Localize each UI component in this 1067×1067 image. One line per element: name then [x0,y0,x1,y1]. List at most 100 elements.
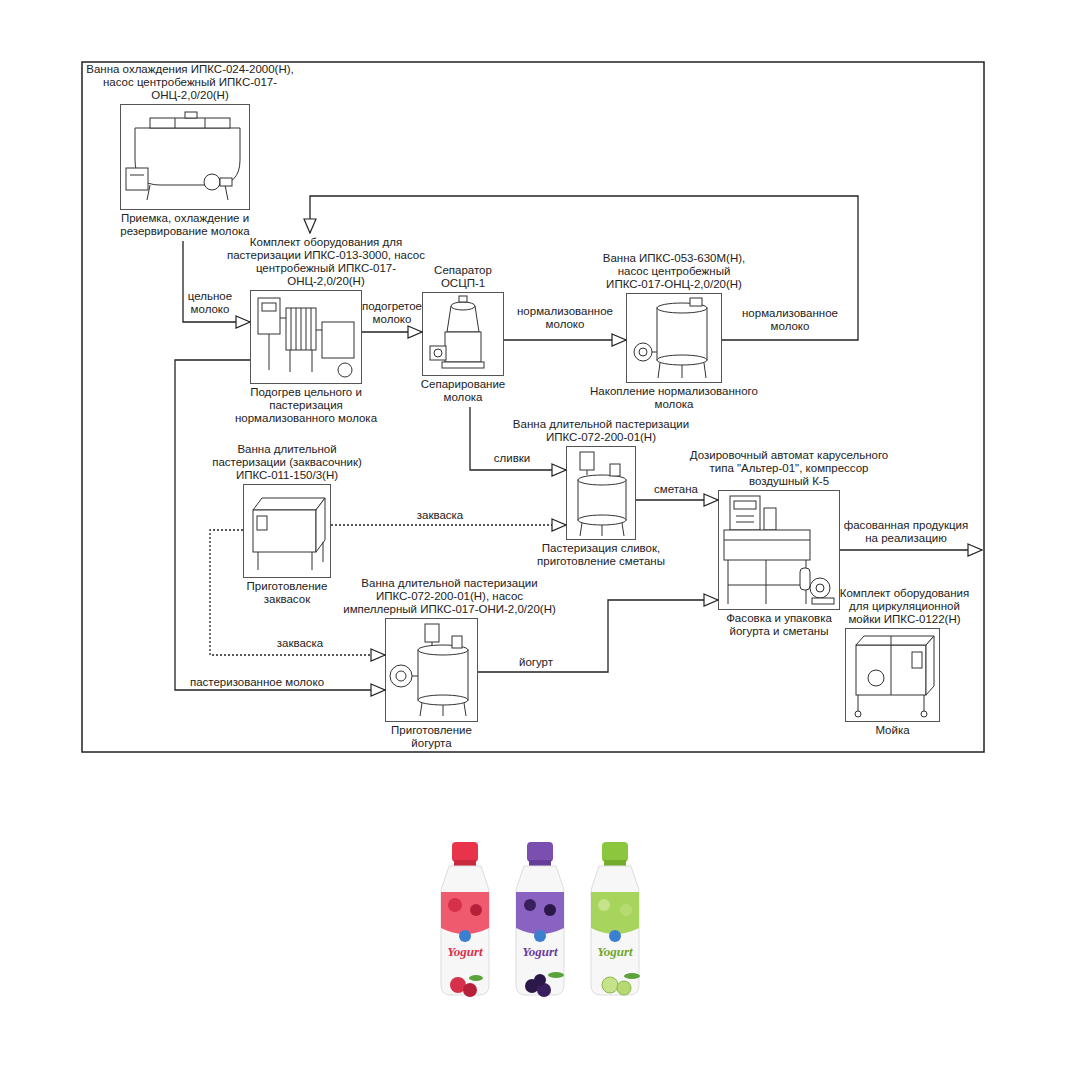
bottle-gooseberry [617,981,631,995]
pasteurization-set-drawing [338,363,352,377]
pasteurization-set-drawing [269,334,270,370]
pasteurization-set-drawing [286,308,316,350]
bottle-gooseberry [602,842,628,862]
starter-vat-drawing [312,552,313,570]
filling-machine-drawing [724,540,810,541]
bottle-raspberry [441,866,489,995]
bottle-label: Yogurt [515,945,565,958]
yogurt-vat-drawing [412,676,418,677]
cip-unit-drawing [891,636,892,695]
storage-tank-drawing [704,363,706,378]
equipment-box: Ванна длительной пастеризации ИПКС-072-2… [385,618,478,722]
storage-tank-drawing [657,303,707,313]
filling-machine-drawing [734,501,756,509]
bottle-blackcurrant [516,866,564,995]
cooling-tank-drawing [185,112,197,118]
filling-machine-drawing [728,560,729,604]
bottle-gooseberry [609,930,621,942]
cooling-tank-drawing [126,112,240,200]
cooling-tank-drawing [220,178,232,186]
bottle-gooseberry [598,899,610,911]
cip-unit-drawing [856,636,934,645]
yogurt-vat-drawing [390,624,468,716]
bottle-gooseberry [591,842,640,995]
bottle-raspberry [448,898,462,912]
storage-tank-drawing [634,298,707,378]
cream-vat-drawing [587,470,588,475]
yogurt-vat-drawing [443,705,444,716]
cooling-tank-drawing [150,118,230,128]
product-flow-arrow [470,407,566,470]
cooling-tank-drawing [135,128,240,185]
bottle-gooseberry [624,973,640,979]
equipment-name: Комплект оборудования для пастеризации И… [221,236,431,288]
process-name: Фасовка и упаковка йогурта и сметаны [709,612,849,638]
filling-machine-drawing [730,496,760,530]
pasteurization-set-drawing [291,308,292,350]
bottle-label: Yogurt [440,945,490,958]
yogurt-vat-drawing [464,703,466,716]
bottle-blackcurrant [537,983,551,997]
starter-vat-drawing [258,552,259,570]
equipment-box: Комплект оборудования для циркуляционной… [845,628,940,722]
cooling-tank-drawing [205,118,206,128]
equipment-name: Сепаратор ОСЦП-1 [423,264,503,290]
storage-tank-drawing [658,363,660,378]
flow-label: сметана [641,483,711,496]
flow-label: пастеризованное молоко [172,676,342,689]
cooling-tank-drawing [126,168,148,190]
separator-drawing [442,362,484,368]
bottle-blackcurrant [524,899,536,911]
product-flow-arrow [183,241,250,322]
bottle-blackcurrant [527,842,553,862]
flow-label: закваска [400,509,480,522]
storage-tank-drawing [690,298,702,306]
flow-label: сливки [482,452,542,465]
pasteurization-set-drawing [306,308,307,350]
flow-label: йогурт [506,656,566,669]
filling-machine-drawing [816,584,824,592]
flow-label: подогретое молоко [361,300,423,326]
pasteurization-set-drawing [296,308,297,350]
cip-unit-drawing [924,695,925,712]
bottle-raspberry [452,842,478,862]
yogurt-vat-drawing [418,695,468,705]
yogurt-vat-drawing [432,642,433,646]
bottle-raspberry [470,904,482,916]
cream-vat-drawing [580,523,582,536]
bottle-gooseberry [620,904,632,916]
pasteurization-set-drawing [280,318,286,319]
starter-flow-arrow [210,530,385,655]
product-flow-arrow [504,339,626,340]
bottle-blackcurrant [516,842,564,997]
output-label: фасованная продукция на реализацию [836,519,976,545]
bottle-blackcurrant [534,930,546,942]
storage-tank-drawing [634,343,652,361]
cream-vat-drawing [580,452,594,470]
separator-drawing [459,296,467,302]
starter-vat-drawing [257,516,267,530]
bottle-raspberry [463,983,477,997]
equipment-box: Сепаратор ОСЦП-1Сепарирование молока [422,292,504,376]
process-name: Мойка [853,724,933,737]
separator-drawing [430,296,484,368]
bottle-label: Yogurt [590,945,640,958]
storage-tank-drawing [682,365,683,378]
bottle-gooseberry [602,977,618,993]
filling-machine-drawing [806,560,807,604]
cooling-tank-drawing [225,185,228,200]
cream-vat-drawing [578,475,626,485]
cip-unit-drawing [926,636,934,695]
filling-machine-drawing [728,585,806,586]
separator-drawing [447,306,479,332]
equipment-box: Ванна длительной пастеризации ИПКС-072-2… [566,446,636,540]
process-name: Приемка, охлаждение и резервирование мол… [100,212,270,238]
separator-drawing [451,302,475,310]
process-name: Приготовление йогурта [382,724,482,750]
bottle-raspberry [441,892,489,934]
storage-tank-drawing [657,355,707,365]
pasteurization-set-drawing [258,298,354,377]
pasteurization-set-drawing [322,322,354,358]
flow-label: цельное молоко [184,290,236,316]
